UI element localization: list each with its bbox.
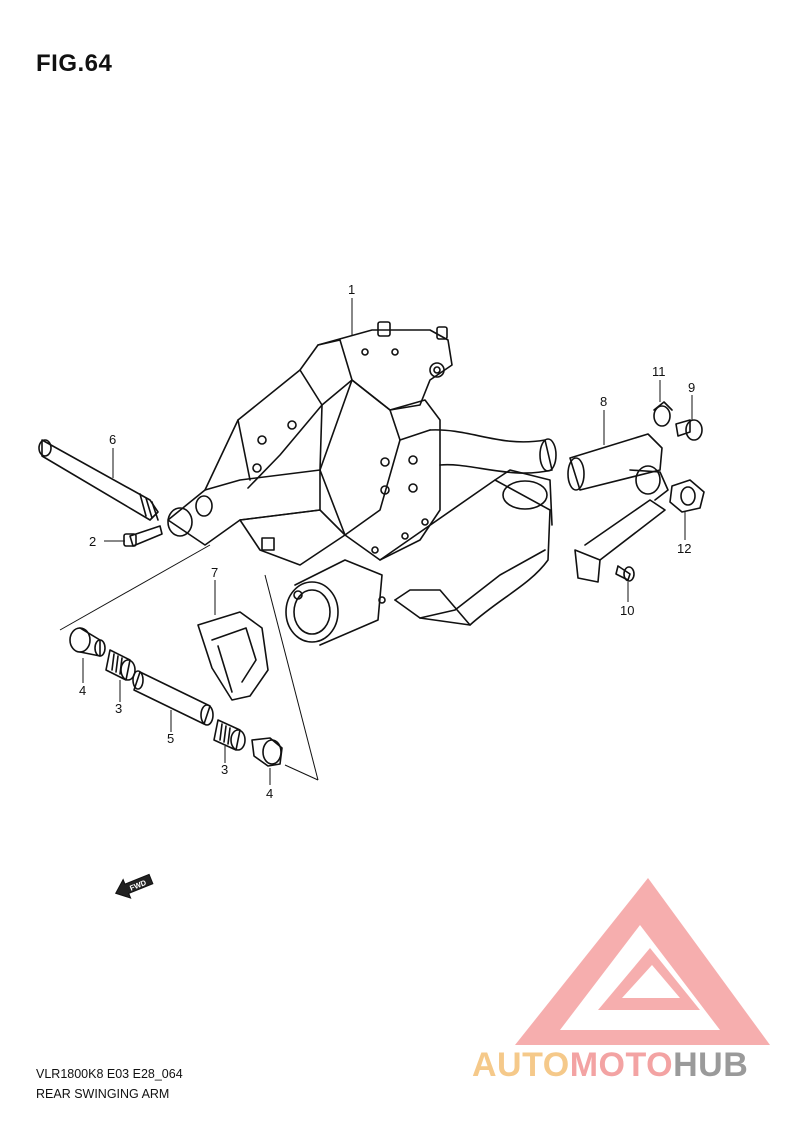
section-name: REAR SWINGING ARM <box>36 1087 170 1101</box>
bolt-9 <box>675 419 703 441</box>
watermark-text: AUTOMOTOHUB <box>472 1046 748 1085</box>
callout-1: 1 <box>348 282 355 297</box>
leader-lines <box>59 298 693 785</box>
watermark-logo <box>515 878 770 1045</box>
cap-11 <box>653 401 673 427</box>
callout-3-left: 3 <box>115 701 122 716</box>
watermark-part-moto: MOTO <box>569 1046 674 1084</box>
bolt-2 <box>123 525 163 547</box>
bushing-left <box>69 627 106 657</box>
callout-2: 2 <box>89 534 96 549</box>
dust-cover <box>197 611 269 701</box>
callout-8: 8 <box>600 394 607 409</box>
callout-11: 11 <box>652 364 666 379</box>
pivot-shaft <box>38 439 159 521</box>
brace-bracket <box>567 433 669 583</box>
footer: VLR1800K8 E03 E28_064 REAR SWINGING ARM <box>36 1064 183 1104</box>
callout-6: 6 <box>109 432 116 447</box>
callout-7: 7 <box>211 565 218 580</box>
fwd-arrow-icon: FWD <box>115 873 154 899</box>
screw-10 <box>615 565 635 582</box>
callout-labels: 1 6 2 4 3 5 3 4 7 8 11 9 12 10 <box>79 282 695 801</box>
callout-12: 12 <box>677 541 691 556</box>
bearing-left <box>105 649 136 681</box>
model-code: VLR1800K8 E03 E28_064 <box>36 1067 183 1081</box>
callout-9: 9 <box>688 380 695 395</box>
callout-4-left: 4 <box>79 683 86 698</box>
bearing-right <box>213 719 246 751</box>
callout-3-right: 3 <box>221 762 228 777</box>
watermark-part-auto: AUTO <box>472 1046 570 1084</box>
watermark-part-hub: HUB <box>673 1046 749 1084</box>
figure-title: FIG.64 <box>36 50 113 77</box>
swing-arm-frame <box>167 321 557 646</box>
nut-12 <box>669 479 705 513</box>
callout-4-right: 4 <box>266 786 273 801</box>
bushing-right <box>251 737 283 767</box>
callout-5: 5 <box>167 731 174 746</box>
callout-10: 10 <box>620 603 634 618</box>
spacer-tube <box>132 670 214 726</box>
